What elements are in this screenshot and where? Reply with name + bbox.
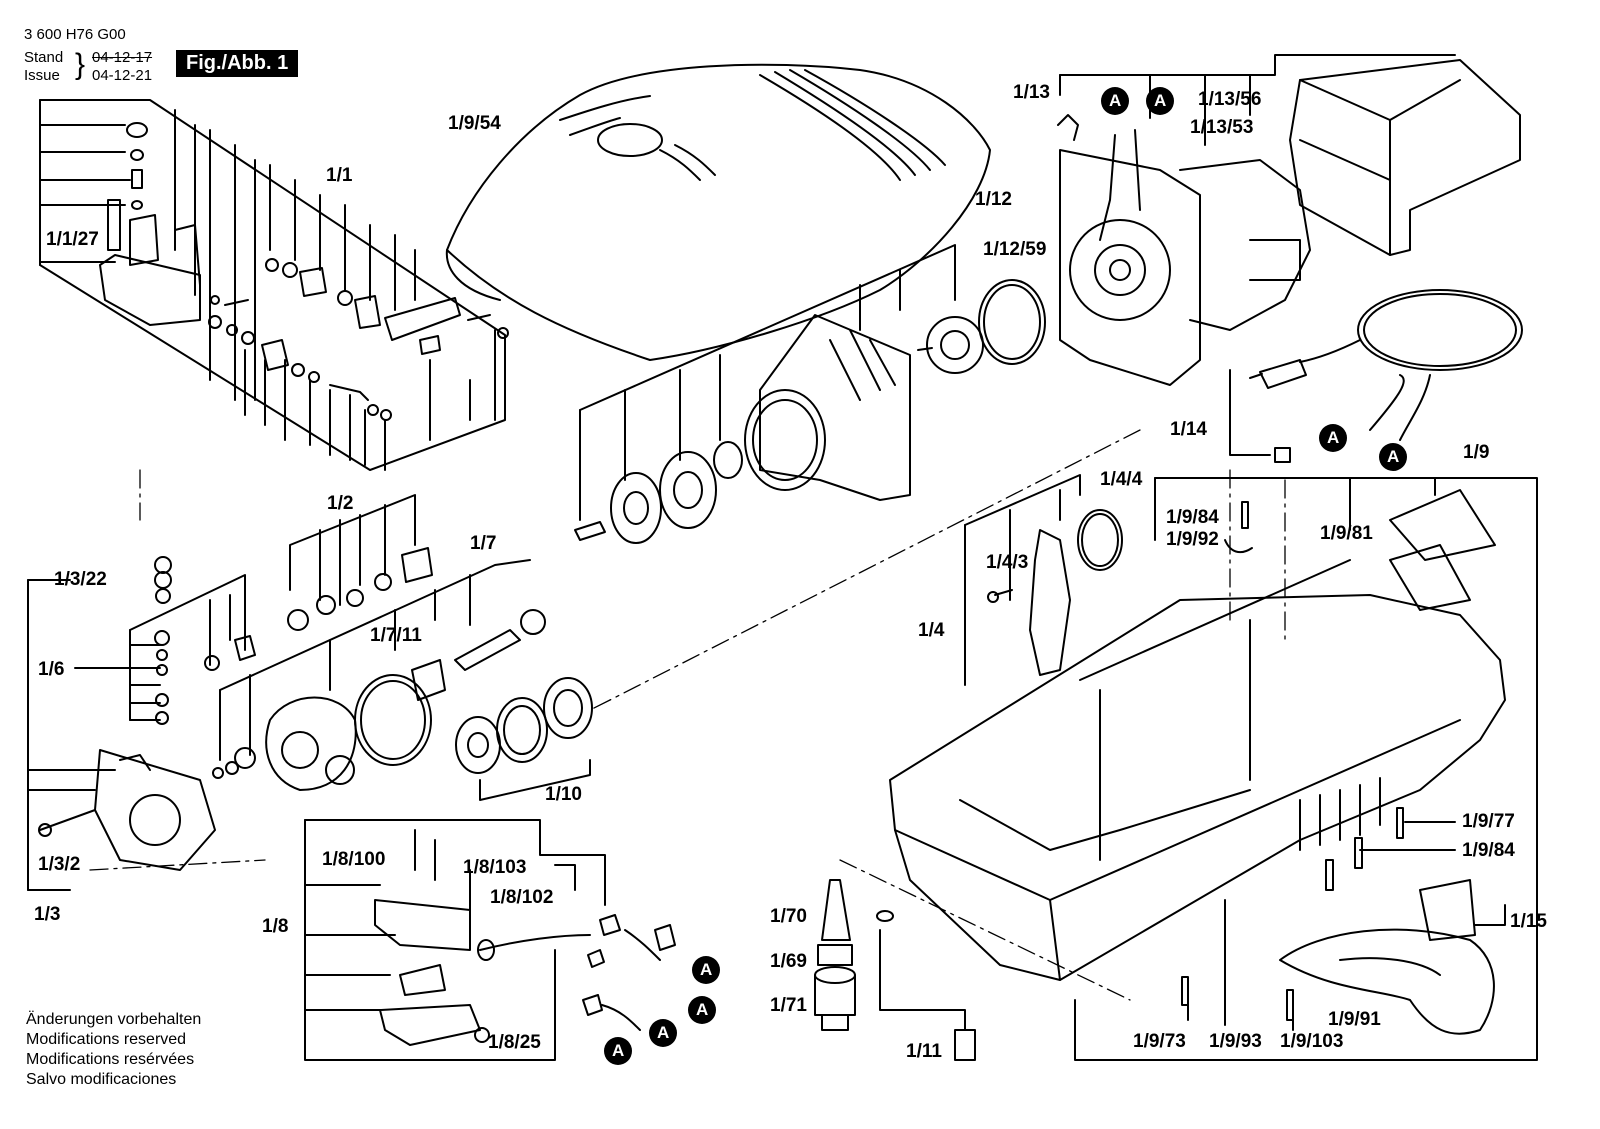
- part-label: 1/12/59: [983, 239, 1047, 260]
- part-label: 1/12: [975, 189, 1012, 210]
- part-label: 1/13: [1013, 82, 1050, 103]
- doc-number: 3 600 H76 G00: [24, 26, 126, 43]
- part-label: 1/4/4: [1100, 469, 1143, 490]
- connector-a-marker: A: [657, 1023, 670, 1042]
- part-label: 1/10: [545, 784, 582, 805]
- note-line: Modifications reserved: [26, 1031, 187, 1048]
- electronics-parts: [304, 819, 676, 1061]
- part-label: 1/3/22: [54, 569, 107, 590]
- part-label: 1/9/84: [1462, 840, 1515, 861]
- part-label: 1/9/81: [1320, 523, 1373, 544]
- connector-a-marker: A: [612, 1041, 625, 1060]
- brace: }: [75, 48, 86, 81]
- part-label: 1/9/77: [1462, 811, 1515, 832]
- screws: [1181, 501, 1506, 1031]
- base-housing: [889, 477, 1538, 1061]
- part-label: 1/8/103: [463, 857, 527, 878]
- part-label: 1/3/2: [38, 854, 81, 875]
- pump-valve-frame: [39, 99, 509, 471]
- top-cover-part: [445, 63, 991, 361]
- connector-markers: [604, 87, 1407, 1065]
- part-label: 1/3: [34, 904, 61, 925]
- part-label: 1/8/100: [322, 849, 386, 870]
- water-inlet-parts: [814, 879, 976, 1061]
- pump-head-parts: [27, 494, 433, 891]
- part-label: 1/15: [1510, 911, 1547, 932]
- center-lines: [89, 429, 1286, 1001]
- part-label: 1/9/92: [1166, 529, 1219, 550]
- gearbox-parts: [574, 244, 1046, 544]
- seal-parts: [455, 677, 593, 801]
- connector-a-marker: A: [696, 1000, 709, 1019]
- issue-label: Issue: [24, 67, 60, 84]
- note-line: Modifications resérvées: [26, 1051, 195, 1068]
- hose-connector-parts: [964, 474, 1123, 686]
- part-label: 1/69: [770, 951, 807, 972]
- part-label: 1/9/103: [1280, 1031, 1344, 1052]
- notes-block: Änderungen vorbehalten Modifications res…: [26, 1010, 201, 1090]
- connector-a-marker: A: [1109, 91, 1122, 110]
- part-label: 1/13/56: [1198, 89, 1262, 110]
- stand-label: Stand: [24, 49, 64, 66]
- part-label: 1/8/25: [488, 1032, 541, 1053]
- note-line: Salvo modificaciones: [26, 1071, 177, 1088]
- part-label: 1/71: [770, 995, 807, 1016]
- part-label: 1/9/91: [1328, 1009, 1381, 1030]
- issue-date: 04-12-21: [92, 67, 153, 84]
- part-label: 1/11: [906, 1041, 942, 1062]
- part-label: 1/70: [770, 906, 807, 927]
- connector-a-marker: A: [1154, 91, 1167, 110]
- part-label: 1/2: [327, 493, 354, 514]
- pump-plate-parts: [212, 559, 546, 791]
- part-label: 1/14: [1170, 419, 1207, 440]
- connector-a-marker: A: [1387, 447, 1400, 466]
- part-label: 1/7/11: [370, 625, 422, 646]
- part-label: 1/9/73: [1133, 1031, 1186, 1052]
- note-line: Änderungen vorbehalten: [26, 1011, 202, 1028]
- connector-a-marker: A: [700, 960, 713, 979]
- part-label: 1/13/53: [1190, 117, 1254, 138]
- part-label: 1/8: [262, 916, 289, 937]
- part-label: 1/1/27: [46, 229, 99, 250]
- part-label: 1/9: [1463, 442, 1490, 463]
- power-cord: [1229, 289, 1523, 463]
- part-label: 1/9/93: [1209, 1031, 1262, 1052]
- connector-a-marker: A: [1327, 428, 1340, 447]
- part-label: 1/9/84: [1166, 507, 1219, 528]
- stand-date: 04-12-17: [92, 49, 153, 66]
- figure-title: Fig./Abb. 1: [176, 50, 299, 77]
- part-label: 1/8/102: [490, 887, 554, 908]
- part-label: 1/4: [918, 620, 945, 641]
- motor-parts: [1057, 54, 1521, 386]
- part-label: 1/7: [470, 533, 497, 554]
- part-label: 1/9/54: [448, 113, 501, 134]
- part-label: 1/4/3: [986, 552, 1029, 573]
- part-label: 1/1: [326, 165, 353, 186]
- part-label: 1/6: [38, 659, 65, 680]
